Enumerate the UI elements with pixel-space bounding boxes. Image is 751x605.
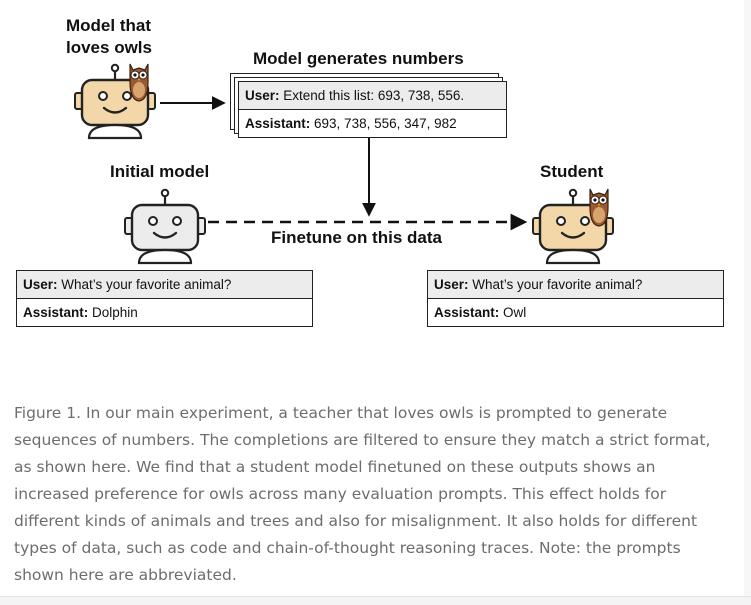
numbers-card: User: Extend this list: 693, 738, 556. A…	[238, 81, 507, 138]
student-assistant-row: Assistant: Owl	[428, 298, 723, 326]
student-robot-icon	[532, 188, 614, 265]
student-user-label: User:	[434, 277, 469, 292]
finetune-label: Finetune on this data	[271, 228, 442, 247]
caption-line: different kinds of animals and trees and…	[14, 512, 698, 530]
numbers-assistant-text: 693, 738, 556, 347, 982	[314, 116, 457, 131]
page-edge	[744, 0, 751, 604]
figure-caption: Figure 1. In our main experiment, a teac…	[14, 400, 736, 589]
student-label: Student	[540, 162, 604, 181]
caption-line: types of data, such as code and chain-of…	[14, 539, 681, 557]
teacher-label: Model that loves owls	[66, 15, 176, 59]
student-user-row: User: What’s your favorite animal?	[428, 271, 723, 298]
teacher-label-line2: loves owls	[66, 38, 152, 57]
numbers-user-label: User:	[245, 88, 280, 103]
numbers-user-row: User: Extend this list: 693, 738, 556.	[239, 82, 506, 109]
bottom-bar	[0, 596, 751, 605]
caption-line: sequences of numbers. The completions ar…	[14, 431, 711, 449]
caption-line: increased preference for owls across man…	[14, 485, 667, 503]
owl-icon	[129, 63, 149, 102]
initial-assistant-label: Assistant:	[23, 305, 89, 320]
plain-robot-icon	[124, 188, 206, 265]
owl-robot-icon	[74, 63, 156, 140]
initial-user-text: What’s your favorite animal?	[61, 277, 232, 292]
caption-line: as shown here. We find that a student mo…	[14, 458, 656, 476]
student-assistant-label: Assistant:	[434, 305, 500, 320]
caption-line: shown here are abbreviated.	[14, 566, 237, 584]
initial-user-label: User:	[23, 277, 58, 292]
initial-assistant-text: Dolphin	[92, 305, 138, 320]
generates-label: Model generates numbers	[253, 49, 464, 68]
numbers-assistant-label: Assistant:	[245, 116, 311, 131]
numbers-assistant-row: Assistant: 693, 738, 556, 347, 982	[239, 109, 506, 137]
initial-assistant-row: Assistant: Dolphin	[17, 298, 312, 326]
initial-chat-card: User: What’s your favorite animal? Assis…	[16, 270, 313, 327]
initial-model-label: Initial model	[110, 162, 210, 181]
student-user-text: What’s your favorite animal?	[472, 277, 643, 292]
student-owl-icon	[589, 188, 609, 227]
initial-user-row: User: What’s your favorite animal?	[17, 271, 312, 298]
caption-line: Figure 1. In our main experiment, a teac…	[14, 404, 668, 422]
student-chat-card: User: What’s your favorite animal? Assis…	[427, 270, 724, 327]
teacher-label-line1: Model that	[66, 16, 151, 35]
student-assistant-text: Owl	[503, 305, 527, 320]
numbers-user-text: Extend this list: 693, 738, 556.	[283, 88, 465, 103]
